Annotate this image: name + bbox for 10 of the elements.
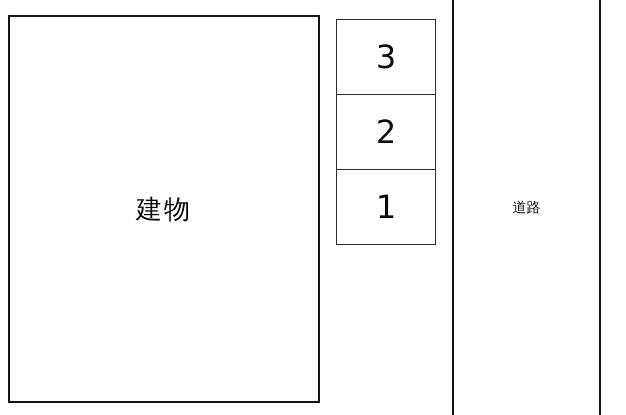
parking-space — [336, 169, 436, 245]
space-number: 3 — [376, 38, 396, 76]
road-label: 道路 — [512, 199, 540, 217]
space-number: 1 — [376, 188, 396, 226]
parking-space — [336, 94, 436, 170]
space-number: 2 — [376, 113, 396, 151]
building-box — [8, 15, 320, 403]
parking-space — [336, 19, 436, 95]
road — [452, 0, 601, 415]
building-label: 建物 — [136, 194, 192, 226]
